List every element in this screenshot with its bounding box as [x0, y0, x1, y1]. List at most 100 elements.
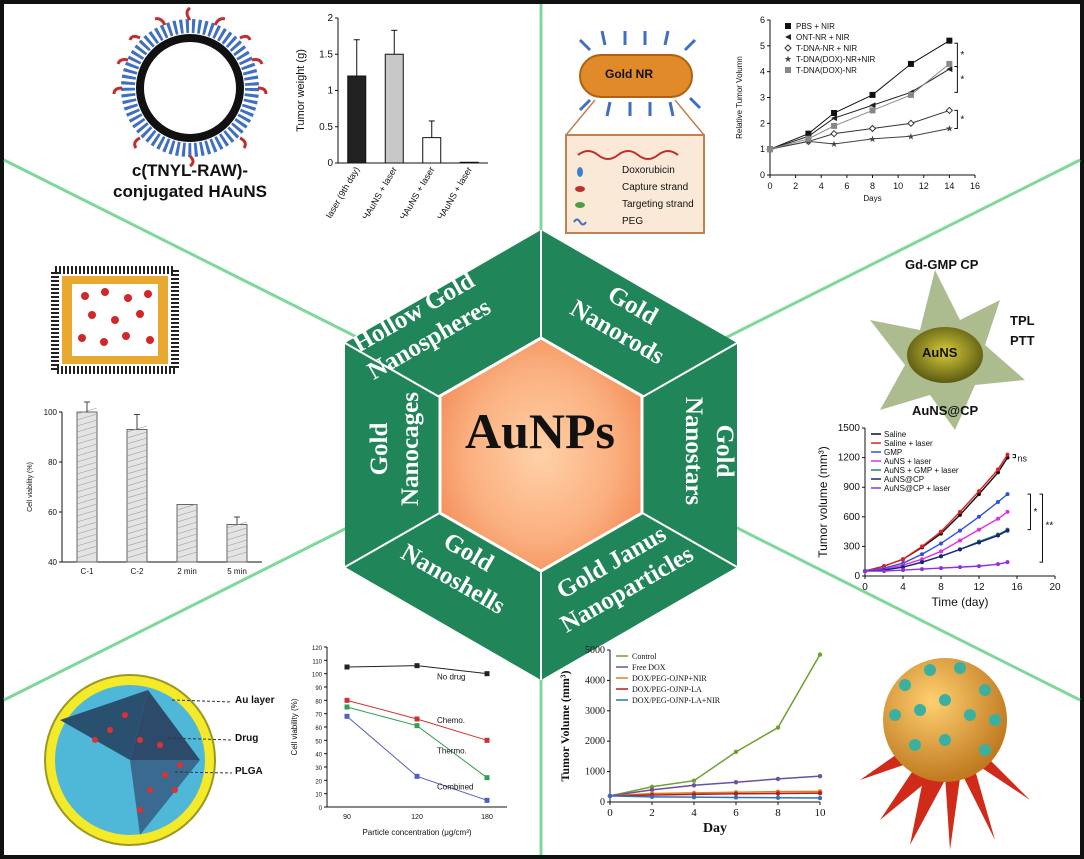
y-tick-label: 0	[327, 158, 333, 169]
data-point	[868, 124, 877, 133]
y-tick-label: 100	[312, 673, 323, 679]
x-tick-label: 8	[870, 181, 875, 191]
data-point	[484, 797, 490, 803]
x-tick-label: 2	[649, 807, 655, 819]
y-tick-label: 4	[760, 67, 765, 77]
y-tick-label: 110	[312, 659, 322, 665]
legend-label: AuNS + GMP + laser	[884, 466, 959, 475]
bar-hatch	[76, 431, 98, 439]
data-point	[344, 664, 350, 670]
bar-hatch	[76, 455, 98, 463]
y-tick-label: 300	[843, 541, 860, 552]
x-tick-label: 16	[1011, 582, 1023, 593]
y-tick-label: 50	[315, 739, 322, 745]
significance-bracket	[1027, 493, 1031, 531]
data-point	[920, 560, 924, 565]
data-point	[649, 787, 655, 793]
data-point	[907, 119, 915, 128]
bar-hatch	[76, 497, 98, 505]
data-point	[817, 773, 823, 779]
data-point	[920, 552, 924, 557]
data-point	[784, 44, 792, 52]
data-point	[733, 749, 739, 755]
data-point	[920, 544, 924, 549]
bar-hatch	[126, 437, 148, 445]
data-point	[785, 23, 791, 29]
significance-label: *	[960, 114, 964, 125]
data-point	[831, 122, 838, 129]
legend-label: Control	[632, 652, 657, 661]
data-point	[869, 102, 876, 109]
x-tick-label: 8	[775, 807, 781, 819]
data-point	[977, 540, 981, 545]
data-point	[830, 129, 838, 138]
bar-hatch	[176, 515, 198, 523]
y-tick-label: 1200	[838, 453, 861, 464]
bar-hatch	[126, 473, 148, 481]
legend-label: AuNS + laser	[884, 457, 932, 466]
data-point	[484, 775, 490, 781]
data-point	[775, 776, 781, 782]
bar-hatch	[126, 539, 148, 547]
series-label: Combined	[437, 783, 473, 792]
x-tick-label: 5 min	[227, 567, 247, 576]
data-point	[920, 567, 924, 572]
y-tick-label: 1.5	[319, 49, 333, 60]
data-point	[484, 737, 490, 743]
x-tick-label: 10	[815, 807, 827, 819]
x-tick-label: 4	[819, 181, 824, 191]
data-point: ★	[784, 54, 792, 64]
data-point	[1005, 492, 1010, 497]
data-point	[691, 778, 697, 783]
series-label: No drug	[437, 673, 465, 682]
data-point	[817, 795, 823, 801]
y-tick-label: 900	[843, 482, 860, 493]
bar-hatch	[76, 473, 98, 481]
data-point	[733, 791, 739, 796]
gold-nr-label: Gold NR	[605, 67, 653, 81]
center-title: AuNPs	[464, 403, 616, 459]
bar-hatch	[126, 443, 148, 451]
series-line	[864, 493, 1008, 572]
x-tick-label: 12	[919, 181, 929, 191]
y-tick-label: 90	[315, 686, 322, 692]
data-point	[805, 130, 812, 137]
data-point	[344, 704, 350, 710]
gdgmp-label-ptt: PTT	[1010, 333, 1035, 348]
y-tick-label: 2000	[585, 736, 605, 747]
bar-hatch	[126, 521, 148, 529]
series-line	[609, 790, 821, 797]
data-point	[958, 565, 962, 570]
x-tick-label: 6	[844, 181, 849, 191]
x-axis-title: Day	[703, 821, 727, 836]
legend-label: DOX/PEG-OJNP+NIR	[632, 674, 707, 683]
bar-hatch	[126, 533, 148, 541]
x-tick-label: 4	[900, 582, 906, 593]
bar-hatch	[226, 545, 248, 553]
shell-label-au: Au layer	[235, 695, 275, 706]
x-tick-label: Saline + laser (9th day)	[306, 165, 361, 218]
data-point: ★	[868, 134, 876, 144]
bar-hatch	[76, 425, 98, 433]
significance-bracket	[1012, 454, 1016, 459]
data-point	[831, 110, 838, 116]
x-tick-label: 180	[481, 814, 493, 821]
y-tick-label: 30	[315, 766, 322, 772]
significance-bracket	[954, 66, 958, 93]
legend-label: GMP	[884, 448, 902, 457]
y-tick-label: 6	[760, 15, 765, 25]
data-point	[607, 793, 613, 799]
y-axis-title: Cell viability (%)	[290, 698, 299, 755]
y-tick-label: 40	[48, 558, 57, 567]
significance-label: *	[960, 74, 964, 85]
data-point	[831, 115, 838, 122]
aunscp-title: AuNS@CP	[912, 403, 979, 418]
legend-label: AuNS@CP	[884, 475, 924, 484]
bar-hatch	[76, 419, 98, 427]
y-tick-label: 70	[315, 713, 322, 719]
data-point	[946, 60, 953, 67]
bar	[422, 137, 442, 164]
